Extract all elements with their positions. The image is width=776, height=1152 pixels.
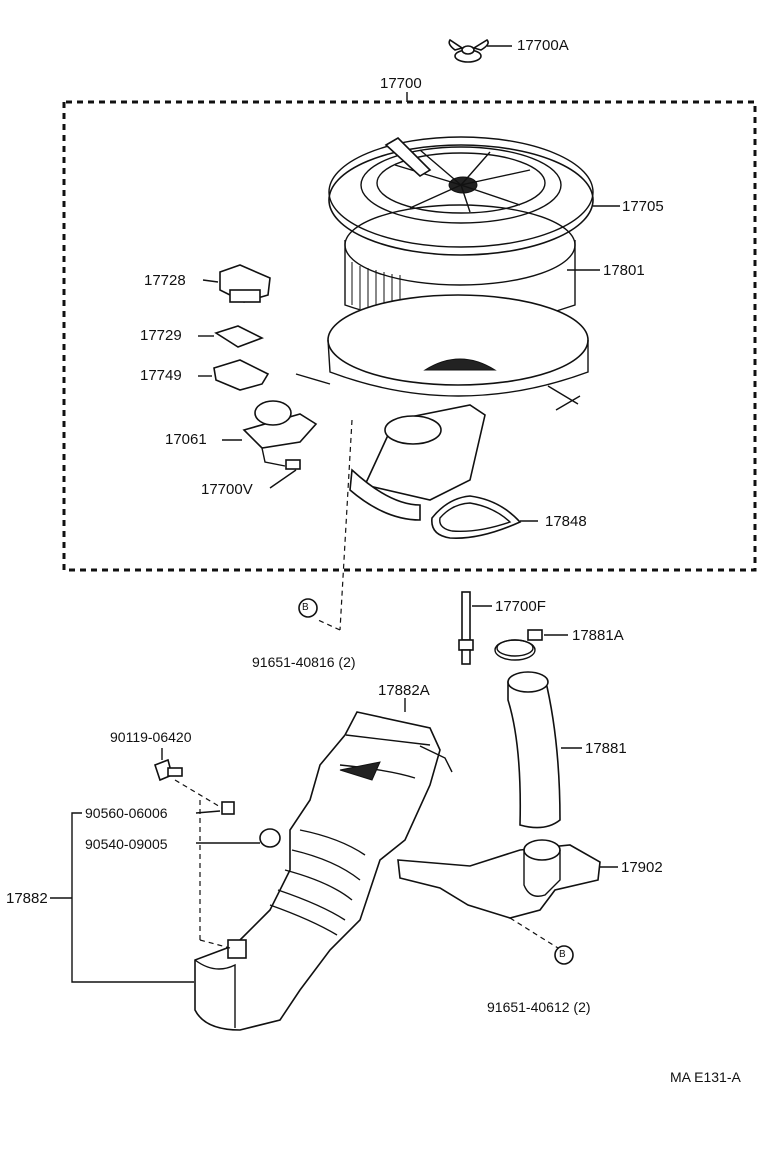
sensor-part — [202, 264, 271, 303]
label-element: 17801 — [603, 262, 645, 279]
label-sensor: 17728 — [144, 272, 186, 289]
valve-part — [222, 400, 318, 467]
label-bolt-b1: 91651-40816 (2) — [252, 654, 356, 670]
bracket-749-part — [198, 359, 270, 391]
group-bracket-17882 — [50, 812, 194, 983]
clamp-part — [494, 629, 568, 661]
label-wing-nut: 17700A — [517, 37, 569, 54]
label-hose-inlet-top: 17882A — [378, 682, 430, 699]
cleaner-case-part — [295, 294, 589, 521]
label-bracket-749: 17749 — [140, 367, 182, 384]
label-grommet: 90540-09005 — [85, 836, 168, 852]
label-collar: 90560-06006 — [85, 805, 168, 821]
duct-gasket-part — [431, 495, 538, 539]
bolt-b2-leader — [509, 917, 574, 965]
label-screw: 17700V — [201, 481, 253, 498]
marker-b1: B — [302, 602, 309, 613]
hose-part — [507, 671, 582, 829]
label-clamp: 17881A — [572, 627, 624, 644]
label-stud: 17700F — [495, 598, 546, 615]
marker-b2: B — [559, 949, 566, 960]
label-bolt-90119: 90119-06420 — [110, 729, 192, 745]
label-cap: 17705 — [622, 198, 664, 215]
label-duct-gasket: 17848 — [545, 513, 587, 530]
label-diagram-code: MA E131-A — [670, 1069, 741, 1085]
label-assembly: 17700 — [380, 75, 422, 92]
label-hose-inlet: 17882 — [6, 890, 48, 907]
label-hose: 17881 — [585, 740, 627, 757]
inlet-hose-part — [194, 698, 453, 1031]
screw-part — [269, 459, 301, 489]
label-valve: 17061 — [165, 431, 207, 448]
bolt-b1-leader — [298, 419, 353, 631]
assembly-frame — [62, 92, 757, 572]
label-bolt-b2: 91651-40612 (2) — [487, 999, 591, 1015]
label-bracket-902: 17902 — [621, 859, 663, 876]
bolt-collar-grommet — [153, 748, 281, 949]
bracket-902-part — [397, 839, 618, 919]
gasket-small-part — [198, 325, 264, 348]
label-gasket-small: 17729 — [140, 327, 182, 344]
cleaner-cap-part — [328, 136, 620, 256]
wing-nut-part — [448, 38, 512, 63]
stud-part — [458, 591, 492, 665]
